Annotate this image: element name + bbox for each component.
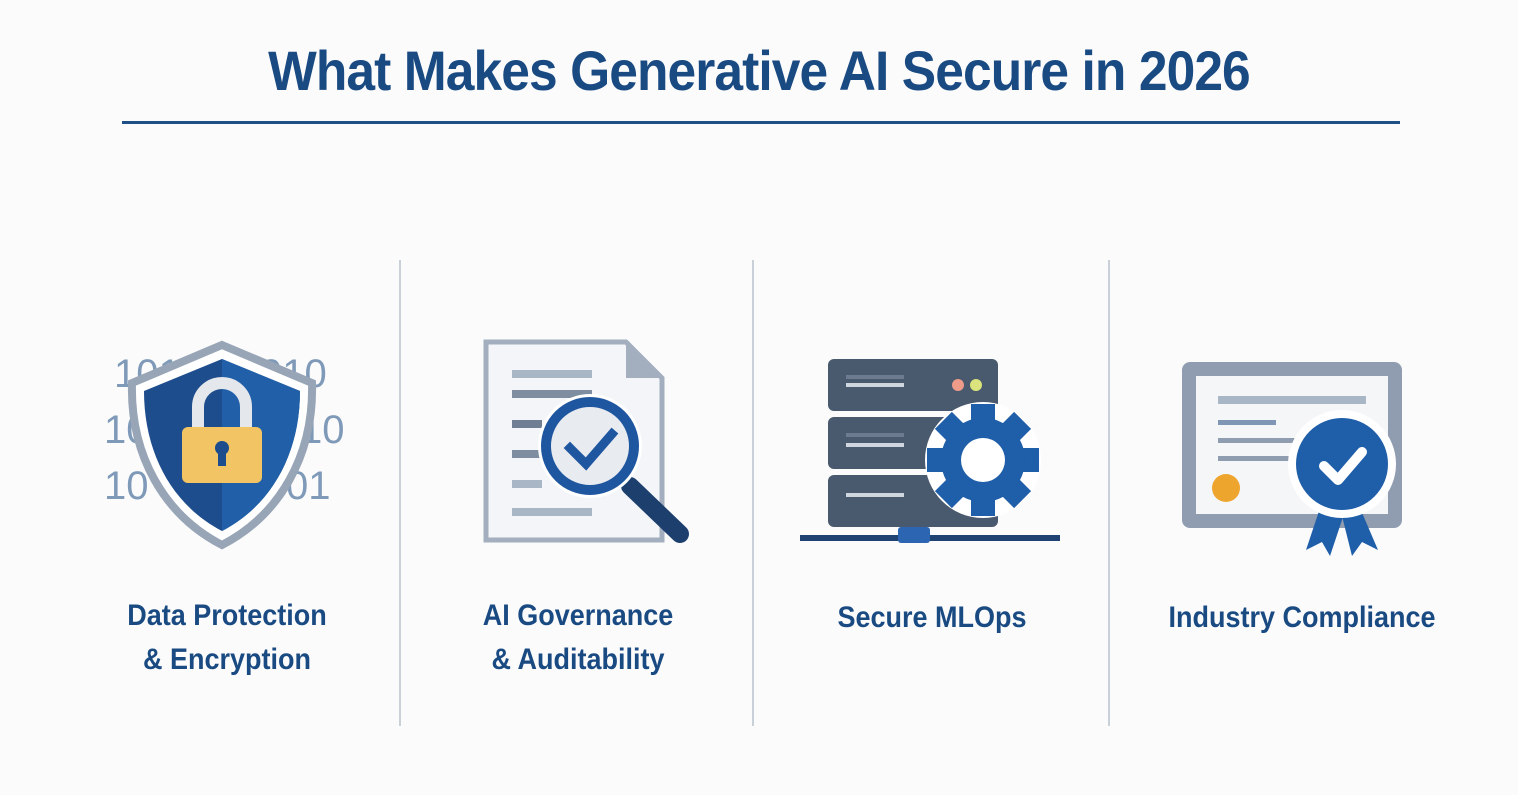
pillar-title-line2: & Encryption [142, 643, 312, 676]
column-divider [1108, 260, 1110, 726]
server-gear-icon [800, 359, 1060, 543]
certificate-badge-icon [1182, 362, 1402, 556]
title-underline [122, 121, 1400, 124]
pillar-title-line2: & Auditability [491, 643, 665, 676]
column-divider [399, 260, 401, 726]
page-title: What Makes Generative AI Secure in 2026 [268, 39, 1251, 102]
pillar-title-line1: Data Protection [127, 599, 327, 632]
pillar-title-line1: AI Governance [482, 599, 674, 632]
shield-lock-icon: 101 010 10 10 10 01 [104, 340, 345, 550]
column-divider [752, 260, 754, 726]
pillar-title-line1: Secure MLOps [837, 601, 1027, 634]
svg-text:10: 10 [104, 464, 149, 508]
document-audit-icon [483, 339, 689, 543]
pillar-title-line1: Industry Compliance [1168, 601, 1436, 634]
